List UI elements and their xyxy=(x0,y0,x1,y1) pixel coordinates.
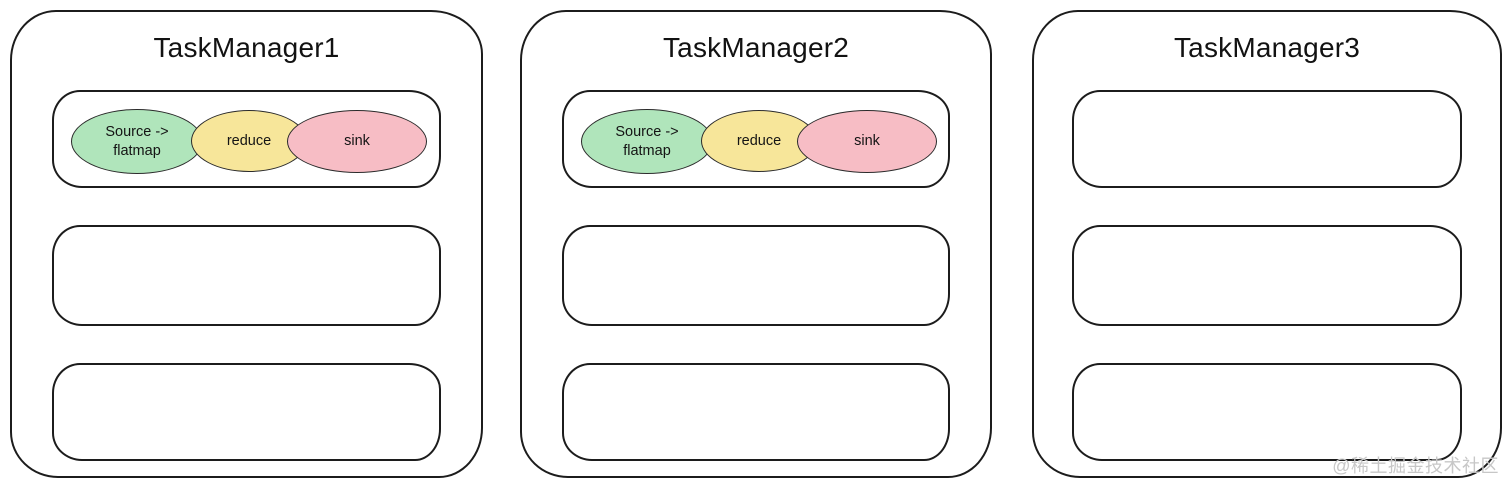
task-label-line: reduce xyxy=(736,132,782,149)
taskmanager1-slot-1: Source -> flatmap reduce sink xyxy=(52,90,441,188)
taskmanager2-slot-1: Source -> flatmap reduce sink xyxy=(562,90,950,188)
taskmanager3-slot-2 xyxy=(1072,225,1462,326)
taskmanager3-slot-3 xyxy=(1072,363,1462,461)
task-ellipse-source-flatmap: Source -> flatmap xyxy=(71,109,203,174)
task-ellipse-sink: sink xyxy=(287,110,427,173)
task-label-line: sink xyxy=(344,133,370,150)
taskmanager2-box: TaskManager2 Source -> flatmap reduce si… xyxy=(520,10,992,478)
task-label-line: flatmap xyxy=(113,142,161,159)
taskmanager1-slot-3 xyxy=(52,363,441,461)
taskmanager1-title: TaskManager1 xyxy=(153,32,340,63)
taskmanager1-box: TaskManager1 Source -> flatmap reduce si… xyxy=(10,10,483,478)
taskmanager3-title: TaskManager3 xyxy=(1173,32,1361,63)
task-label-line: sink xyxy=(854,133,880,150)
task-label-line: Source -> xyxy=(105,124,169,141)
watermark-text: @稀土掘金技术社区 xyxy=(1332,456,1499,476)
taskmanager2-slot-3 xyxy=(562,363,950,461)
taskmanager2-slot-2 xyxy=(562,225,950,326)
task-label-line: Source -> xyxy=(615,124,679,141)
task-label-line: flatmap xyxy=(623,142,671,159)
taskmanager2-title: TaskManager2 xyxy=(662,32,850,63)
task-label-line: reduce xyxy=(226,132,272,149)
taskmanager1-slot-2 xyxy=(52,225,441,326)
taskmanager3-slot-1 xyxy=(1072,90,1462,188)
task-ellipse-sink: sink xyxy=(797,110,937,173)
task-ellipse-source-flatmap: Source -> flatmap xyxy=(581,109,713,174)
taskmanager3-box: TaskManager3 xyxy=(1032,10,1502,478)
